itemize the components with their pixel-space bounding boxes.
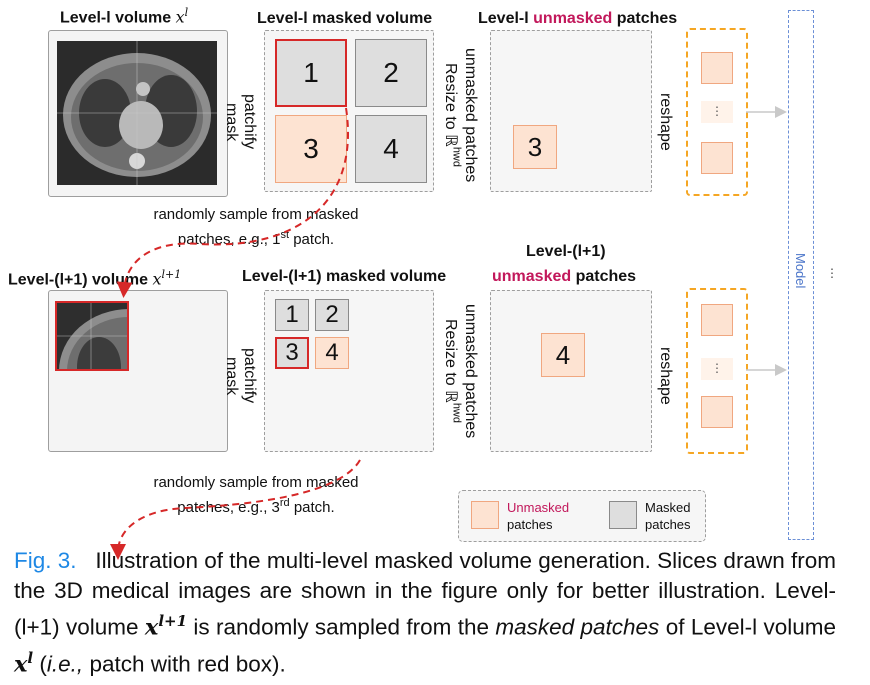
row1-token-bottom <box>701 142 733 174</box>
row1-token-top <box>701 52 733 84</box>
model-dots: ⋮ <box>826 266 838 280</box>
row1-patch-3: 3 <box>275 115 347 183</box>
row2-token-top <box>701 304 733 336</box>
row2-volume-header: Level-(l+1) volume xl+1 <box>8 268 182 289</box>
row2-unmasked-patches-label: unmasked patches <box>462 303 479 439</box>
row2-resize-label: Resize to ℝhwd <box>442 319 463 423</box>
row1-unmasked-box: 3 <box>490 30 652 192</box>
row2-patch-1: 1 <box>275 299 309 331</box>
row1-patch-2: 2 <box>355 39 427 107</box>
row1-patch-1: 1 <box>275 39 347 107</box>
row1-token-stack: ⋮ <box>686 28 748 196</box>
row2-reshape-label: reshape <box>657 347 674 405</box>
row1-volume-header: Level-l volume xl <box>60 6 189 27</box>
model-box: Model <box>788 10 814 540</box>
row1-token-dots: ⋮ <box>701 101 733 123</box>
row2-mask-label: mask <box>223 356 240 396</box>
row1-kept-patch: 3 <box>513 125 557 169</box>
row1-patchify-label: patchify <box>241 94 258 150</box>
legend-unmasked-label: Unmasked patches <box>507 500 570 532</box>
row2-patch-4: 4 <box>315 337 349 369</box>
row2-token-bottom <box>701 396 733 428</box>
row2-kept-patch: 4 <box>541 333 585 377</box>
legend-unmasked-swatch <box>471 501 499 529</box>
row1-reshape-label: reshape <box>657 93 674 151</box>
legend-masked-swatch <box>609 501 637 529</box>
row1-unmasked-patches-label: unmasked patches <box>462 47 479 183</box>
row2-volume-frame <box>48 290 228 452</box>
legend-box: Unmasked patches Masked patches <box>458 490 706 542</box>
row2-masked-volume: 1 2 3 4 <box>264 290 434 452</box>
row1-volume-frame <box>48 30 228 197</box>
ct-slice-crop-image <box>55 301 129 371</box>
row2-token-stack: ⋮ <box>686 288 748 454</box>
row2-patchify-label: patchify <box>241 348 258 404</box>
row1-patch-4: 4 <box>355 115 427 183</box>
row2-unmasked-header: unmasked patches <box>492 268 637 285</box>
sample-note-2: randomly sample from masked patches, e.g… <box>153 474 359 516</box>
row1-mask-label: mask <box>223 102 240 142</box>
row2-masked-header: Level-(l+1) masked volume <box>242 268 447 285</box>
row2-patch-2: 2 <box>315 299 349 331</box>
row2-patch-3: 3 <box>275 337 309 369</box>
row2-unmasked-box: 4 <box>490 290 652 452</box>
figure-caption: Fig. 3. Illustration of the multi-level … <box>14 548 836 677</box>
row1-resize-label: Resize to ℝhwd <box>442 63 463 167</box>
sample-note-1: randomly sample from masked patches, e.g… <box>153 206 359 248</box>
legend-masked-label: Masked patches <box>645 500 691 532</box>
model-label: Model <box>793 253 808 289</box>
row1-masked-volume: 1 2 3 4 <box>264 30 434 192</box>
row1-masked-header: Level-l masked volume <box>257 10 433 27</box>
row2-token-dots: ⋮ <box>701 358 733 380</box>
ct-slice-image <box>57 41 217 185</box>
row1-unmasked-header: Level-l unmasked patches <box>478 10 678 27</box>
row2-unmasked-header-line1: Level-(l+1) <box>526 243 606 260</box>
